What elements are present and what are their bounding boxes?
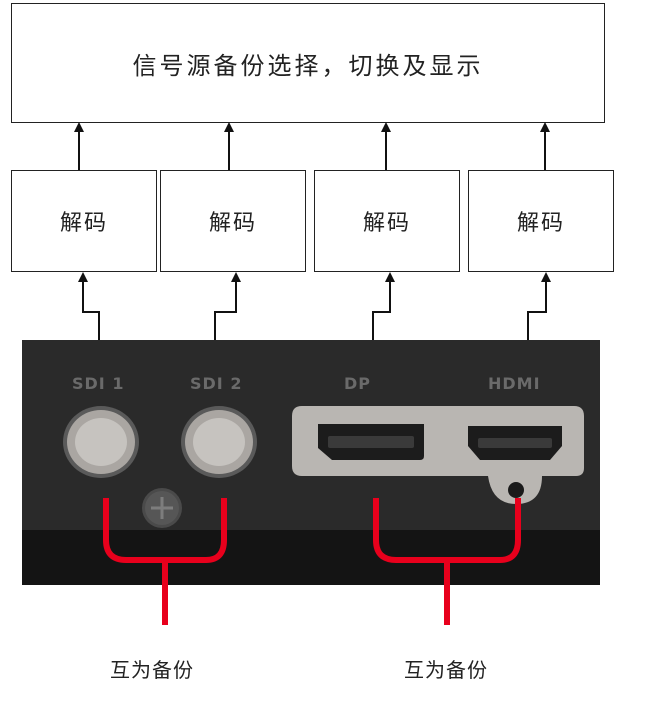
decoder-to-top-arrows xyxy=(74,122,550,170)
decoder-label: 解码 xyxy=(208,211,257,236)
port-label-hdmi: HDMI xyxy=(488,374,541,393)
mount-hole xyxy=(508,482,524,498)
sdi1-bnc-connector xyxy=(63,406,139,478)
backup-bracket-sdi xyxy=(103,498,227,625)
sdi2-bnc-connector xyxy=(181,406,257,478)
decoder-label: 解码 xyxy=(516,211,565,236)
backup-caption-sdi: 互为备份 xyxy=(110,658,194,682)
device-port-panel: SDI 1 SDI 2 DP HDMI xyxy=(22,340,600,585)
ground-screw xyxy=(142,488,182,528)
port-label-sdi2: SDI 2 xyxy=(190,374,243,393)
decoder-box-hdmi: 解码 xyxy=(468,170,614,272)
decoder-label: 解码 xyxy=(362,211,411,236)
decoder-label: 解码 xyxy=(59,211,108,236)
selection-switch-display-box: 信号源备份选择，切换及显示 xyxy=(11,3,605,123)
decoder-box-sdi2: 解码 xyxy=(160,170,306,272)
backup-caption-dp-hdmi: 互为备份 xyxy=(404,658,488,682)
panel-ports-graphic xyxy=(63,406,584,528)
port-to-decoder-arrows xyxy=(78,272,551,340)
backup-bracket-dp-hdmi xyxy=(373,498,521,625)
hdmi-port xyxy=(468,426,562,460)
port-label-dp: DP xyxy=(344,374,372,393)
decoder-box-sdi1: 解码 xyxy=(11,170,157,272)
top-box-label: 信号源备份选择，切换及显示 xyxy=(132,51,484,80)
decoder-box-dp: 解码 xyxy=(314,170,460,272)
port-label-sdi1: SDI 1 xyxy=(72,374,125,393)
dp-port xyxy=(318,424,424,460)
